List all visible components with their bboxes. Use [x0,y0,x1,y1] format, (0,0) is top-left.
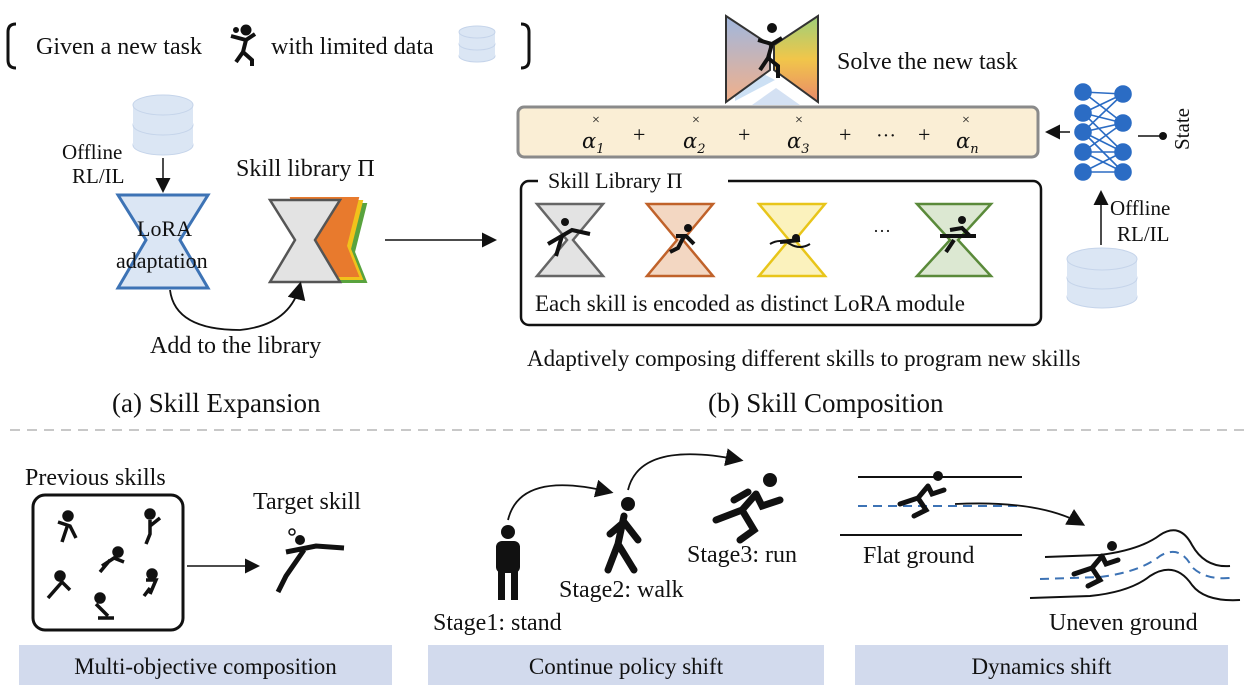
alpha-2-mark: × [692,113,700,128]
flat-ground-label: Flat ground [863,543,975,569]
uneven-ground-bottom [1029,568,1241,602]
alpha-3-mark: × [795,113,803,128]
solve-task-icon [725,14,819,105]
caption-a: (a) Skill Expansion [112,388,321,418]
previous-skills-box [31,493,185,632]
skill-library-stack [267,197,368,284]
offline-label-b: Offline [1110,196,1171,220]
plus-3: + [839,122,852,147]
flat-runner-icon [897,471,947,519]
alpha-ellipsis: ··· [876,125,896,147]
skill-ellipsis: ··· [873,221,891,241]
plus-2: + [738,122,751,147]
encoded-text: Each skill is encoded as distinct LoRA m… [535,291,965,316]
given-task-text: Given a new task [36,34,202,60]
arrow-add-to-library [169,281,306,331]
walk-figure [604,497,642,574]
state-label: State [1170,108,1194,150]
neural-network-icon [1074,83,1132,181]
uneven-runner-icon [1071,541,1121,589]
uneven-ground-center [1039,550,1231,580]
alpha-3: α3 [787,129,810,158]
lora-hourglass [115,193,211,290]
limited-data-text: with limited data [271,34,434,60]
rl-il-label-a: RL/IL [72,164,125,188]
alpha-2: α2 [683,129,706,158]
solve-task-text: Solve the new task [837,49,1018,75]
previous-skills-label: Previous skills [25,465,166,491]
uneven-ground-label: Uneven ground [1049,610,1198,636]
band-continue-policy-text: Continue policy shift [528,654,724,679]
previous-skill-icons [46,508,162,620]
database-icon-header [458,25,496,63]
alpha-n: αn [956,129,979,158]
left-brace [6,22,17,70]
stage3-label: Stage3: run [687,542,797,568]
adaptive-composing-text: Adaptively composing different skills to… [527,346,1081,371]
rl-il-label-b: RL/IL [1117,222,1170,246]
arrow-flat-to-uneven [954,502,1086,526]
target-skill-icon [275,528,345,594]
composition-bar [516,105,1040,159]
band-continue-policy: Continue policy shift [428,645,824,685]
band-multi-objective: Multi-objective composition [19,645,392,685]
adaptation-label: adaptation [116,248,208,273]
skill-library-box [519,179,1043,327]
stage1-label: Stage1: stand [433,610,562,636]
run-figure [712,473,784,544]
band-dynamics-shift: Dynamics shift [855,645,1228,685]
lora-label: LoRA [137,216,192,241]
target-skill-label: Target skill [253,489,361,515]
alpha-1: α1 [582,129,605,158]
stand-figure [496,525,520,600]
add-to-library-text: Add to the library [150,333,322,359]
arrow-walk-to-run [627,448,744,491]
right-brace [520,22,531,70]
skill-grey-hourglass [534,202,606,278]
skill-library-label-bg [538,170,728,192]
uneven-ground-top [1044,529,1231,568]
plus-1: + [633,122,646,147]
alpha-1-mark: × [592,113,600,128]
band-multi-objective-text: Multi-objective composition [74,654,337,679]
arrow-stand-to-walk [507,479,614,521]
offline-label-a: Offline [62,140,123,164]
stage2-label: Stage2: walk [559,577,684,603]
plus-4: + [918,122,931,147]
skill-green-hourglass [914,202,994,278]
database-icon-b [1066,247,1138,309]
skill-library-box-label: Skill Library Π [548,168,683,193]
alpha-n-mark: × [962,113,970,128]
caption-b: (b) Skill Composition [708,388,944,418]
state-dot [1159,132,1167,140]
skill-orange-hourglass [644,202,716,278]
skill-yellow-hourglass [756,202,828,278]
task-player-icon [230,24,257,66]
database-icon-a [132,94,194,156]
skill-library-title: Skill library Π [236,156,375,182]
band-dynamics-shift-text: Dynamics shift [971,654,1112,679]
